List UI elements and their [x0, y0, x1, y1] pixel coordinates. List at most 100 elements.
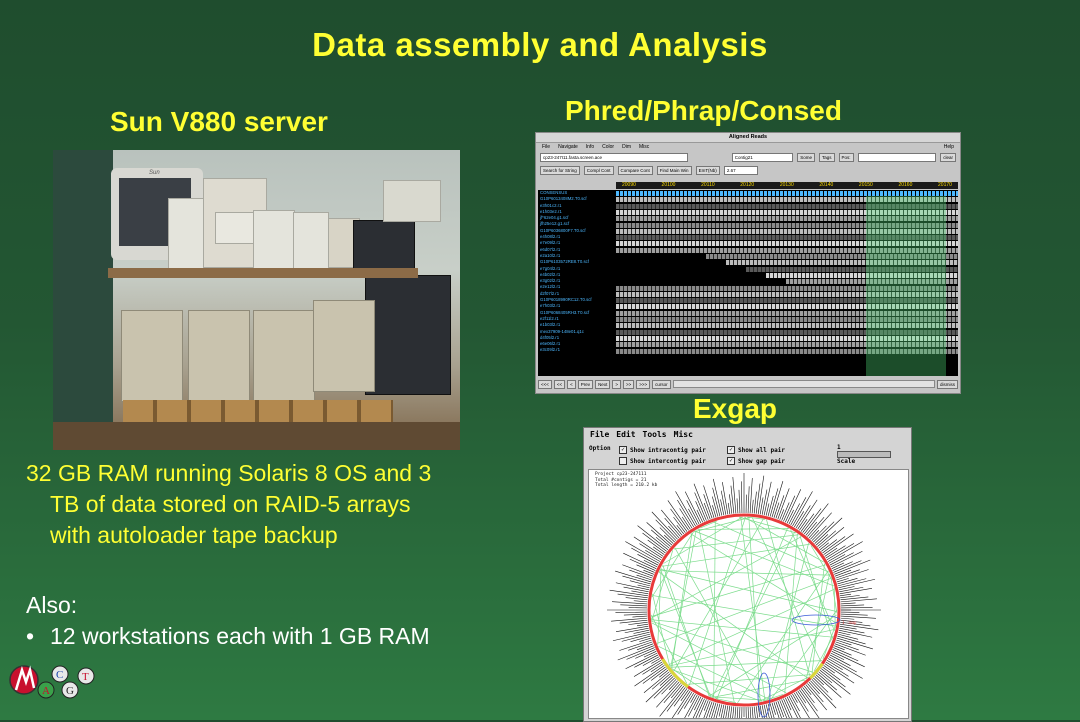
read-spike [704, 702, 712, 718]
read-spike [624, 587, 649, 592]
read-spike [667, 687, 685, 711]
pos-label: Pos: [839, 153, 854, 162]
checkbox-box[interactable]: ✓ [727, 446, 735, 454]
checkbox-box[interactable]: ✓ [727, 457, 735, 465]
emt-button[interactable]: EmT(Nb) [696, 166, 720, 175]
read-spike [671, 685, 682, 698]
search-string-button[interactable]: Search for String [540, 166, 580, 175]
checkbox-box[interactable] [619, 457, 627, 465]
compare-cont-button[interactable]: Compare Cont [618, 166, 653, 175]
read-spike [754, 492, 756, 514]
consed-field-row: cp23-247I11.fasta.screen.ace Contig21 So… [536, 151, 960, 164]
green-highlight [866, 196, 946, 376]
logo-letter: A [42, 685, 50, 697]
intercontig-checkbox[interactable]: Show intercontig pair [619, 457, 706, 465]
cursor-button[interactable]: cursor [652, 380, 671, 389]
file-field[interactable]: cp23-247I11.fasta.screen.ace [540, 153, 688, 162]
server-heading: Sun V880 server [110, 106, 328, 138]
exgap-menubar: File Edit Tools Misc [584, 428, 911, 442]
description-line: 32 GB RAM running Solaris 8 OS and 3 [26, 460, 431, 486]
exgap-menu-misc[interactable]: Misc [674, 428, 693, 442]
scale-value: 1 [837, 444, 891, 451]
consed-menubar: File Navigate Info Color Dim Misc Help [536, 143, 960, 151]
checkbox-box[interactable]: ✓ [619, 446, 627, 454]
menu-file[interactable]: File [542, 143, 550, 151]
read-spike [676, 491, 696, 526]
ruler-tick: 20170 [938, 182, 952, 189]
read-spike [841, 607, 873, 608]
monitor-brand-label: Sun [149, 170, 160, 176]
read-spike [841, 605, 864, 606]
ruler-tick: 20150 [859, 182, 873, 189]
gap-pair-checkbox[interactable]: ✓ Show gap pair [727, 457, 785, 465]
read-spike [691, 694, 696, 703]
read-spike [625, 628, 649, 633]
contig-field[interactable]: Contig21 [732, 153, 794, 162]
server-description: 32 GB RAM running Solaris 8 OS and 3 TB … [26, 458, 506, 551]
read-spike [620, 605, 647, 606]
clear-button[interactable]: clear [940, 153, 956, 162]
exgap-menu-edit[interactable]: Edit [616, 428, 635, 442]
menu-navigate[interactable]: Navigate [558, 143, 578, 151]
exgap-canvas[interactable]: Project cp23-247111 Total #contigs = 21 … [588, 469, 909, 719]
scale-label: Scale [837, 458, 891, 465]
workstation-bullet: •12 workstations each with 1 GB RAM [26, 621, 430, 652]
position-ruler: 20090 20100 20110 20120 20130 20140 2015… [616, 182, 958, 189]
menu-info[interactable]: Info [586, 143, 594, 151]
read-spike [829, 554, 845, 563]
tags-button[interactable]: Tags [819, 153, 835, 162]
read-spike [613, 632, 650, 641]
horizontal-scrollbar[interactable] [673, 380, 935, 388]
prev-button[interactable]: Prev [578, 380, 593, 389]
alignment-view[interactable] [616, 190, 958, 376]
nav-last-button[interactable]: >>> [636, 380, 650, 389]
read-spike [656, 537, 669, 548]
pair-chord [699, 529, 734, 703]
read-spike [660, 675, 672, 686]
consed-titlebar: Aligned Reads [536, 133, 960, 143]
nav-back-button[interactable]: < [567, 380, 576, 389]
menu-color[interactable]: Color [602, 143, 614, 151]
all-pair-checkbox[interactable]: ✓ Show all pair [727, 446, 785, 454]
also-label: Also: [26, 590, 77, 621]
scale-slider[interactable] [837, 451, 891, 458]
read-spike [643, 570, 653, 574]
raid-array [353, 220, 415, 272]
read-name[interactable]: e3c09l2.r1 [538, 347, 616, 353]
read-spike [737, 498, 738, 513]
read-spike [612, 602, 647, 604]
consed-nav-bar: <<< << < Prev Next > >> >>> cursor dismi… [538, 379, 958, 389]
description-line: TB of data stored on RAID-5 arrays [26, 489, 506, 520]
wooden-pallet [123, 400, 393, 422]
value-field[interactable]: 2.67 [724, 166, 758, 175]
dismiss-button[interactable]: dismiss [937, 380, 958, 389]
pos-field[interactable] [858, 153, 937, 162]
menu-help[interactable]: Help [944, 143, 954, 151]
nav-forward-page-button[interactable]: >> [623, 380, 634, 389]
read-spike [626, 598, 648, 600]
next-button[interactable]: Next [595, 380, 610, 389]
consed-window: Aligned Reads File Navigate Info Color D… [535, 132, 961, 394]
intracontig-checkbox[interactable]: ✓ Show intracontig pair [619, 446, 706, 454]
exgap-menu-file[interactable]: File [590, 428, 609, 442]
read-spike [728, 503, 730, 514]
menu-dim[interactable]: Dim [622, 143, 631, 151]
read-spike [839, 587, 863, 592]
read-spike [645, 550, 661, 560]
some-button[interactable]: Some [797, 153, 815, 162]
logo-letter: T [82, 671, 89, 683]
find-main-win-button[interactable]: Find Main Win [657, 166, 692, 175]
nav-first-button[interactable]: <<< [538, 380, 552, 389]
read-spike [793, 694, 798, 703]
exgap-menu-tools[interactable]: Tools [643, 428, 667, 442]
checkbox-label: Show intercontig pair [630, 458, 706, 465]
scale-control[interactable]: 1 Scale [837, 444, 891, 465]
read-spike [632, 616, 647, 617]
menu-misc[interactable]: Misc [639, 143, 649, 151]
compl-cont-button[interactable]: Compl Cont [584, 166, 614, 175]
nav-forward-button[interactable]: > [612, 380, 621, 389]
read-spike [780, 509, 784, 519]
nav-back-page-button[interactable]: << [554, 380, 565, 389]
read-spike [836, 570, 860, 578]
